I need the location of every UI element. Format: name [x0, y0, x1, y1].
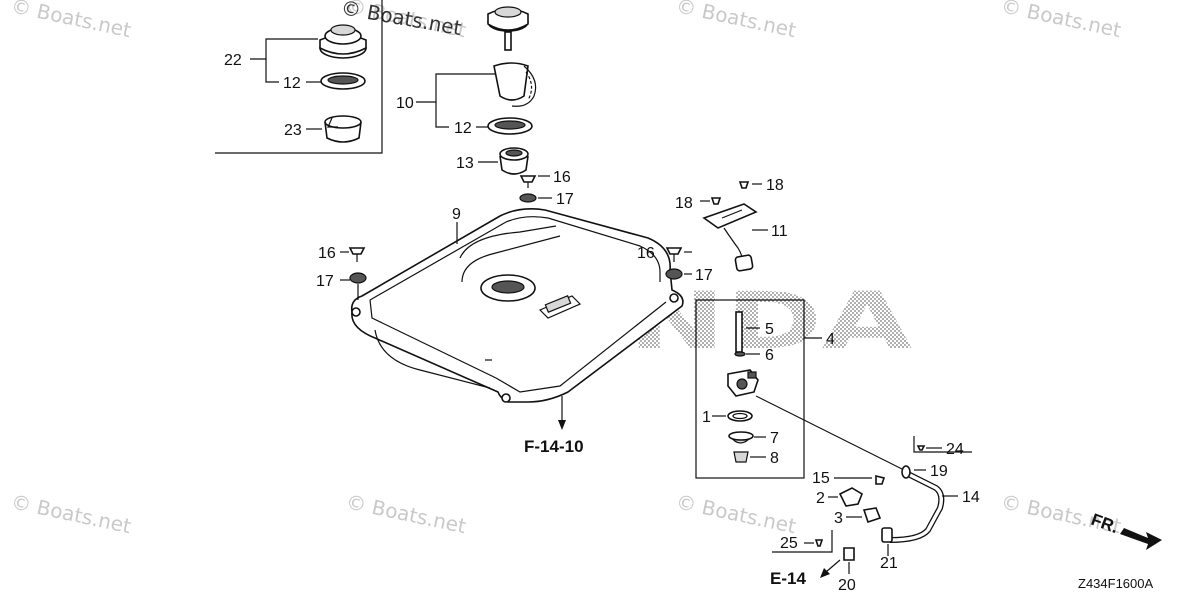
alt-cap-group	[215, 0, 383, 154]
callout-25: 25	[780, 535, 798, 552]
watermark: © Boats.net	[674, 0, 798, 42]
filler-neck-icon	[499, 147, 529, 175]
callout-18: 18	[766, 177, 784, 194]
callout-11: 11	[771, 223, 788, 240]
callout-1: 1	[702, 409, 711, 426]
callout-17: 17	[695, 267, 713, 284]
callout-18: 18	[675, 195, 693, 212]
callout-23: 23	[284, 122, 302, 139]
fuel-hose-group	[772, 436, 972, 578]
fuel-cap-icon	[319, 24, 367, 59]
watermark: © Boats.net	[9, 489, 133, 538]
callout-6: 6	[765, 347, 774, 364]
cap-assembly-group	[416, 6, 537, 175]
fuel-cock-box	[695, 299, 905, 479]
callout-12: 12	[283, 75, 301, 92]
callout-16: 16	[553, 169, 571, 186]
bolt-washer-group	[519, 175, 552, 203]
callout-3: 3	[834, 510, 843, 527]
front-direction-arrow-icon	[1120, 528, 1162, 550]
callout-20: 20	[838, 577, 856, 594]
callout-16: 16	[318, 245, 336, 262]
watermark: © Boats.net	[344, 489, 468, 538]
callout-5: 5	[765, 321, 774, 338]
watermark: © Boats.net	[999, 0, 1123, 42]
callout-9: 9	[452, 206, 461, 223]
reference-f-14-10: F-14-10	[524, 437, 584, 456]
gasket-icon	[320, 72, 366, 90]
diagram-code: Z434F1600A	[1078, 576, 1153, 591]
fuel-tank-icon	[350, 208, 684, 403]
callout-17: 17	[316, 273, 334, 290]
callout-24: 24	[946, 441, 964, 458]
callout-2: 2	[816, 490, 825, 507]
callout-7: 7	[770, 430, 779, 447]
bolt-washer-group-right	[665, 247, 692, 280]
callout-21: 21	[880, 555, 898, 572]
callout-16: 16	[637, 245, 655, 262]
strainer-icon	[324, 115, 362, 143]
watermark: © Boats.net	[9, 0, 133, 42]
callout-15: 15	[812, 470, 830, 487]
callout-labels: 22 12 23 10 12 13 16 17 18 18 11 9 16 17…	[224, 52, 980, 594]
callout-4: 4	[826, 331, 835, 348]
fuel-cap-with-chain-icon	[487, 6, 537, 107]
callout-14: 14	[962, 489, 980, 506]
bolt-washer-group-left	[340, 247, 367, 300]
gasket-icon	[487, 117, 533, 135]
reference-e-14: E-14	[770, 569, 806, 588]
watermark: © Boats.net	[674, 489, 798, 538]
callout-10: 10	[396, 95, 414, 112]
callout-12: 12	[454, 120, 472, 137]
callout-22: 22	[224, 52, 242, 69]
callout-13: 13	[456, 155, 474, 172]
callout-17: 17	[556, 191, 574, 208]
callout-19: 19	[930, 463, 948, 480]
callout-8: 8	[770, 450, 779, 467]
fuel-gauge-group	[700, 181, 768, 272]
